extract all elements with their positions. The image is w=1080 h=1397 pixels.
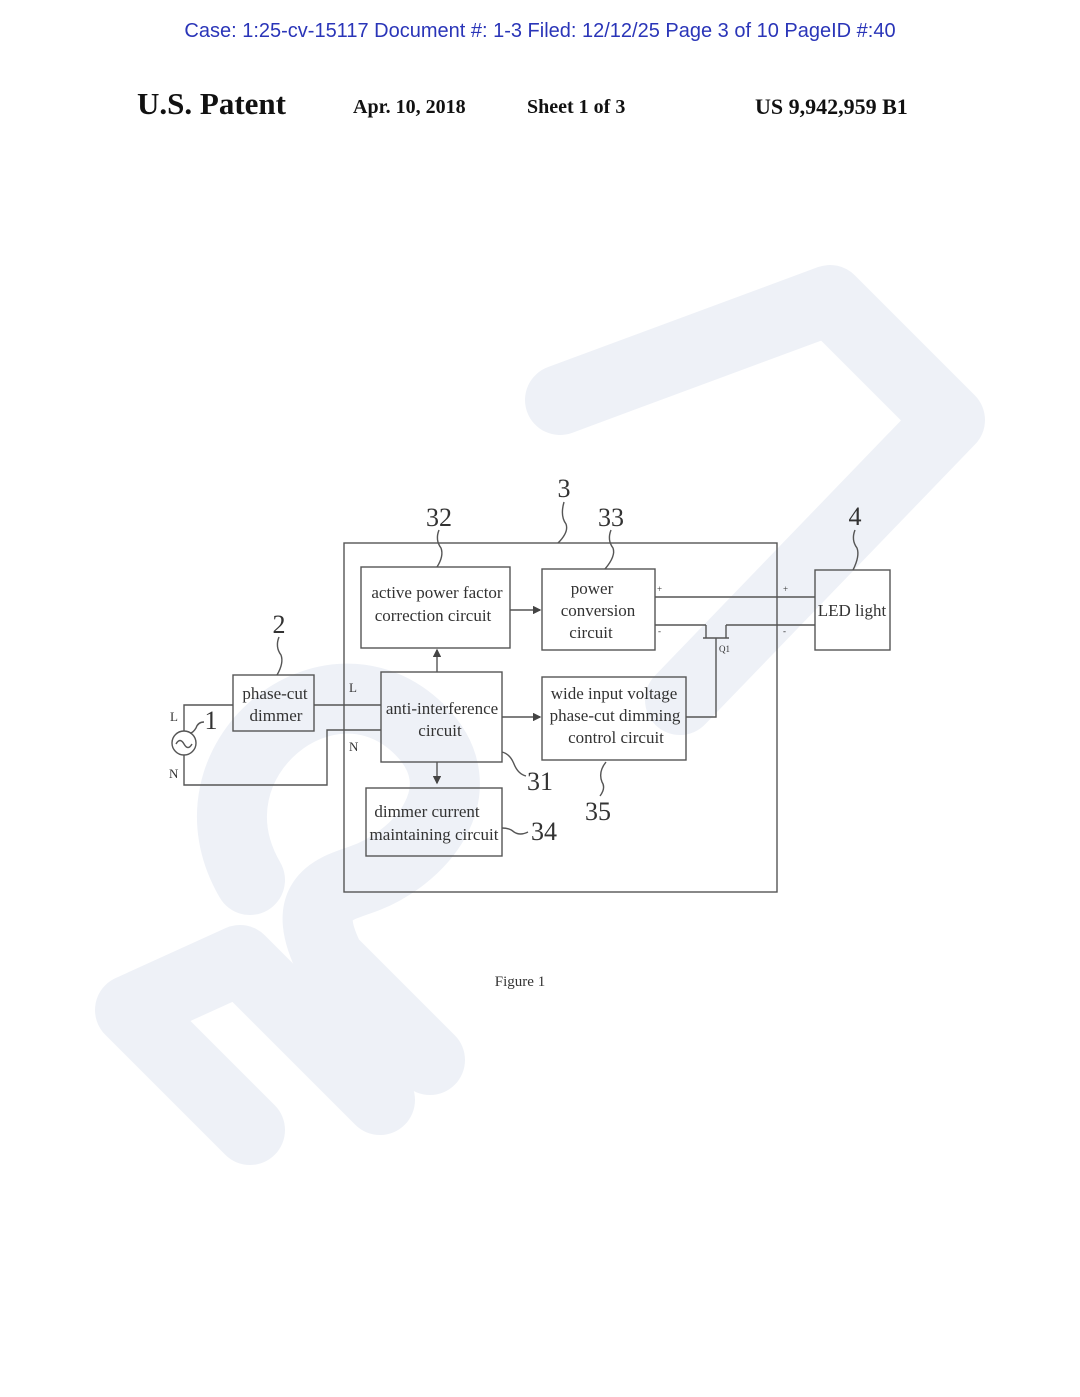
ref-3: 3 xyxy=(558,474,571,503)
dimming-control-label-1: wide input voltage xyxy=(551,684,678,703)
dimmer-current-label-2: maintaining circuit xyxy=(370,825,499,844)
source-L-label: L xyxy=(170,709,178,724)
minus-label-2: - xyxy=(783,626,786,636)
phase-cut-dimmer-label-2: dimmer xyxy=(250,706,303,725)
pfc-label-2: correction circuit xyxy=(375,606,492,625)
input-L-label: L xyxy=(349,680,357,695)
power-conversion-block xyxy=(541,568,656,651)
ref-31: 31 xyxy=(527,767,553,796)
case-header: Case: 1:25-cv-15117 Document #: 1-3 File… xyxy=(184,20,896,42)
power-conversion-label-3: circuit xyxy=(569,623,613,642)
ref-4: 4 xyxy=(849,502,862,531)
led-light-block xyxy=(814,569,891,651)
device-box-3 xyxy=(343,542,778,893)
input-N-label: N xyxy=(349,739,359,754)
mosfet-q1-icon xyxy=(686,625,729,718)
wire-N xyxy=(183,729,381,786)
anti-interference-label-1: anti-interference xyxy=(386,699,498,718)
patent-date: Apr. 10, 2018 xyxy=(353,96,466,118)
plus-label-1: + xyxy=(657,584,662,594)
phase-cut-dimmer-block xyxy=(232,674,315,732)
power-conversion-label-1: power xyxy=(571,579,614,598)
sheet-number: Sheet 1 of 3 xyxy=(527,96,626,118)
pfc-block xyxy=(360,566,511,649)
plus-label-2: + xyxy=(783,584,788,594)
ref-32: 32 xyxy=(426,503,452,532)
pfc-label-1: active power factor xyxy=(371,583,503,602)
dimming-control-label-2: phase-cut dimming xyxy=(550,706,681,725)
source-N-label: N xyxy=(169,766,179,781)
q1-label: Q1 xyxy=(719,644,730,654)
phase-cut-dimmer-label-1: phase-cut xyxy=(242,684,307,703)
dimming-control-label-3: control circuit xyxy=(568,728,664,747)
dimmer-current-block xyxy=(365,787,503,857)
power-conversion-label-2: conversion xyxy=(561,601,636,620)
ref-2: 2 xyxy=(273,610,286,639)
dimmer-current-label-1: dimmer current xyxy=(374,802,480,821)
wire-L xyxy=(183,704,381,731)
ref-35: 35 xyxy=(585,797,611,826)
ref-34: 34 xyxy=(531,817,557,846)
patent-title: U.S. Patent xyxy=(137,86,286,121)
anti-interference-label-2: circuit xyxy=(418,721,462,740)
patent-number: US 9,942,959 B1 xyxy=(755,94,908,119)
led-light-label: LED light xyxy=(818,601,887,620)
ref-33: 33 xyxy=(598,503,624,532)
figure-caption: Figure 1 xyxy=(495,974,545,990)
ref-1: 1 xyxy=(205,706,218,735)
minus-label-1: - xyxy=(658,626,661,636)
dimming-control-block xyxy=(541,676,687,761)
